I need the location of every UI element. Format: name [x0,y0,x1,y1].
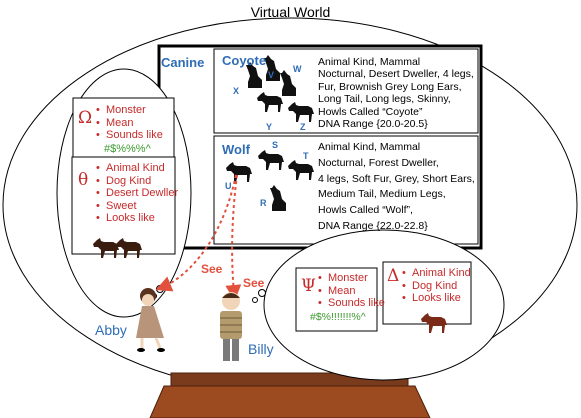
wolf-desc-line: Medium Tail, Medium Legs, [318,188,446,201]
wolf-description: Animal Kind, Mammal Nocturnal, Forest Dw… [318,140,475,235]
omega-sound: #$%%%^ [104,143,151,155]
omega-item: Monster [96,104,163,117]
delta-list: Animal Kind Dog Kind Looks like [402,267,471,305]
psi-item: Monster [318,272,385,285]
psi-item: Mean [318,285,385,298]
coyote-description: Animal Kind, Mammal Nocturnal, Desert Dw… [318,56,474,130]
coyote-letter-z: Z [300,122,306,132]
omega-item: Sounds like [96,129,163,142]
canine-label: Canine [161,55,205,70]
delta-symbol: Δ [387,266,400,286]
wolf-letter-u: U [225,181,232,191]
delta-item: Animal Kind [402,267,471,280]
coyote-letter-w: W [293,64,302,74]
wolf-desc-line: Howls Called “Wolf”, [318,204,413,217]
coyote-letter-v: V [268,70,275,80]
theta-item: Sweet [96,200,178,213]
coyote-title: Coyote [222,53,267,68]
theta-symbol: θ [78,170,89,190]
abby-figure [136,288,165,352]
see-label-2: See [243,276,265,290]
wolf-letter-r: R [260,198,267,208]
omega-item: Mean [96,117,163,130]
delta-item: Dog Kind [402,280,471,293]
billy-name: Billy [248,341,274,357]
world-title: Virtual World [250,4,331,20]
theta-list: Animal Kind Dog Kind Desert Dewller Swee… [96,162,178,225]
wolf-letter-s: S [272,140,279,150]
delta-item: Looks like [402,292,471,305]
coyote-letter-y: Y [266,122,273,132]
coyote-letter-x: X [233,86,240,96]
coyote-desc-line: DNA Range {20.0-20.5} [318,118,428,131]
theta-item: Looks like [96,212,178,225]
coyote-desc-line: Nocturnal, Desert Dweller, 4 legs, [318,68,474,81]
psi-sound: #$%!!!!!!!%^ [310,311,366,323]
coyote-desc-line: Animal Kind, Mammal [318,56,421,68]
omega-symbol: Ω [78,108,93,128]
theta-item: Desert Dewller [96,187,178,200]
psi-item: Sounds like [318,297,385,310]
wolf-desc-line: Animal Kind, Mammal [318,141,421,153]
coyote-desc-line: Long Tail, Long legs, Skinny, [318,93,451,106]
coyote-desc-line: Fur, Brownish Grey Long Ears, [318,80,462,93]
wolf-letter-t: T [303,151,309,161]
omega-list: Monster Mean Sounds like [96,104,163,142]
psi-list: Monster Mean Sounds like [318,272,385,310]
wolf-desc-line: DNA Range {22.0-22.8} [318,219,428,232]
theta-item: Dog Kind [96,175,178,188]
billy-figure [220,292,242,361]
coyote-box [213,48,479,134]
coyote-desc-line: Howls Called “Coyote” [318,105,423,118]
see-label-1: See [201,262,223,276]
wolf-title: Wolf [222,142,250,157]
wolf-box [213,135,479,245]
see-arrows [155,174,242,301]
wolf-desc-line: Nocturnal, Forest Dweller, [318,156,439,169]
wolf-desc-line: 4 legs, Soft Fur, Grey, Short Ears, [318,172,475,185]
theta-item: Animal Kind [96,162,178,175]
psi-symbol: Ψ [301,276,316,296]
abby-name: Abby [95,322,127,338]
